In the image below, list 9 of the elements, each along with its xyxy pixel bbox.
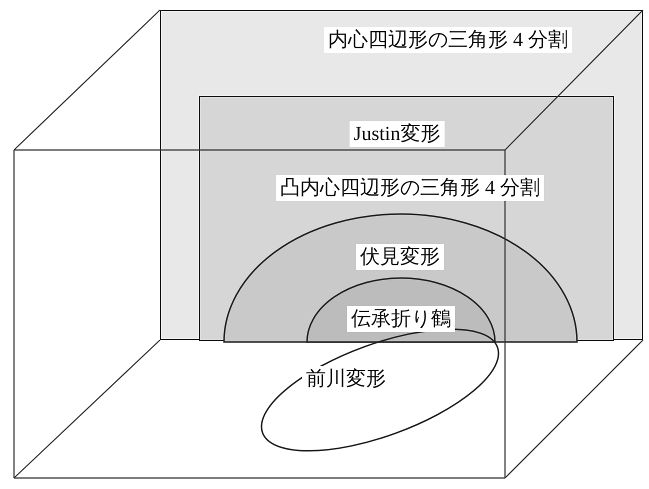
set-label: 伏見変形 <box>356 244 444 270</box>
set-label: 伝承折り鶴 <box>347 306 455 332</box>
set-label: 凸内心四辺形の三角形 4 分割 <box>276 175 544 201</box>
set-rectangle <box>199 96 614 341</box>
set-label: 内心四辺形の三角形 4 分割 <box>324 27 572 53</box>
semicircle-region <box>224 214 577 342</box>
set-rectangle <box>160 10 643 340</box>
semicircle-region <box>307 278 495 342</box>
set-label: Justin変形 <box>350 121 444 147</box>
